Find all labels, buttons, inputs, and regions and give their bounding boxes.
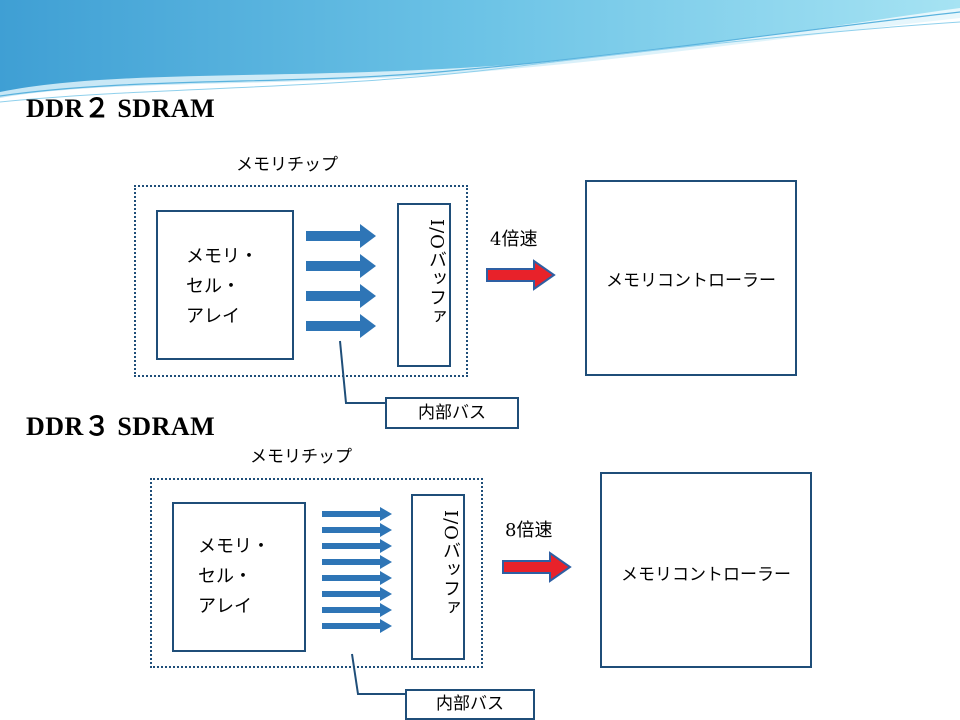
cell-line: セル・ <box>186 276 240 297</box>
bus-arrow <box>322 571 392 585</box>
io-buffer-label: I/Oバッファ <box>440 510 461 617</box>
bus-arrow <box>306 284 376 308</box>
memory-controller-label: メモリコントローラー <box>606 271 776 291</box>
bus-arrow <box>306 224 376 248</box>
bus-arrow <box>306 314 376 338</box>
bus-arrow <box>322 539 392 553</box>
speed-label-ddr3: 8倍速 <box>505 520 553 541</box>
memory-chip-ddr3 <box>150 478 483 668</box>
internal-bus-label-ddr3: 内部バス <box>405 689 535 720</box>
internal-bus-arrows-ddr3 <box>322 507 392 633</box>
bus-arrow <box>306 254 376 278</box>
header-wave-decoration <box>0 0 960 103</box>
memory-controller-ddr3: メモリコントローラー <box>600 472 812 668</box>
io-buffer-label: I/Oバッファ <box>426 219 447 326</box>
bus-arrow <box>322 555 392 569</box>
cell-line: メモリ・ <box>186 246 258 267</box>
memory-controller-ddr2: メモリコントローラー <box>585 180 797 376</box>
section-title-ddr3: DDR３ SDRAM <box>26 412 216 441</box>
bus-arrow <box>322 619 392 633</box>
memory-chip-ddr2 <box>134 185 468 377</box>
internal-bus-arrows-ddr2 <box>306 224 376 338</box>
io-buffer-ddr3: I/Oバッファ <box>411 494 465 660</box>
io-buffer-ddr2: I/Oバッファ <box>397 203 451 367</box>
speed-label-ddr2: 4倍速 <box>490 229 538 250</box>
section-title-ddr2: DDR２ SDRAM <box>26 94 216 123</box>
speed-arrow-ddr3 <box>502 551 572 583</box>
chip-label-ddr2: メモリチップ <box>236 155 338 175</box>
bus-arrow <box>322 603 392 617</box>
chip-label-ddr3: メモリチップ <box>250 447 352 467</box>
bus-arrow <box>322 507 392 521</box>
bus-arrow <box>322 523 392 537</box>
cell-line: アレイ <box>198 596 252 617</box>
memory-cell-array-ddr3: メモリ・ セル・ アレイ <box>172 502 306 652</box>
memory-cell-array-ddr2: メモリ・ セル・ アレイ <box>156 210 294 360</box>
cell-line: セル・ <box>198 566 252 587</box>
bus-callout-line-ddr3 <box>351 653 405 695</box>
internal-bus-label-ddr2: 内部バス <box>385 397 519 429</box>
speed-arrow-ddr2 <box>486 259 556 291</box>
memory-controller-label: メモリコントローラー <box>621 565 791 585</box>
cell-line: メモリ・ <box>198 536 270 557</box>
bus-arrow <box>322 587 392 601</box>
bus-callout-line-ddr2 <box>339 340 386 404</box>
cell-line: アレイ <box>186 306 240 327</box>
